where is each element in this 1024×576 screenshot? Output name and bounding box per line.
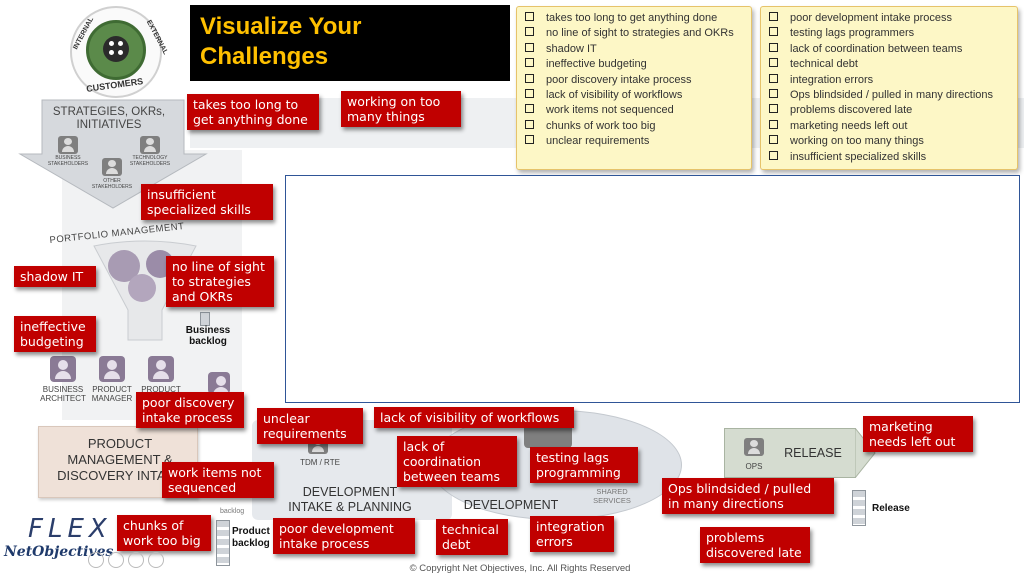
sticky-integration-errors[interactable]: integration errors — [530, 516, 614, 552]
checklist-item[interactable]: ineffective budgeting — [525, 57, 745, 72]
checklist-item[interactable]: Ops blindsided / pulled in many directio… — [769, 88, 1011, 103]
checklist-right-list: poor development intake process testing … — [769, 11, 1011, 165]
sticky-no-line-of-sight[interactable]: no line of sight to strategies and OKRs — [166, 256, 274, 307]
development-label: DEVELOPMENT — [463, 498, 559, 512]
checklist-item[interactable]: marketing needs left out — [769, 119, 1011, 134]
nav-zoom-icon[interactable] — [128, 552, 144, 568]
shared-services-label: SHARED SERVICES — [593, 487, 631, 505]
nav-back-icon[interactable] — [88, 552, 104, 568]
technology-stakeholders-label: TECHNOLOGY STAKEHOLDERS — [129, 155, 171, 167]
sticky-chunks-too-big[interactable]: chunks of work too big — [117, 515, 211, 551]
product-backlog-stack-icon — [216, 520, 230, 566]
checklist-item[interactable]: poor discovery intake process — [525, 73, 745, 88]
title-box: Visualize Your Challenges — [190, 5, 510, 81]
release-item-label: Release — [872, 503, 910, 514]
release-box — [724, 428, 856, 478]
checklist-item[interactable]: insufficient specialized skills — [769, 150, 1011, 165]
business-backlog-icon — [200, 312, 210, 326]
product-backlog-label: Product backlog — [232, 526, 270, 549]
sticky-shadow-it[interactable]: shadow IT — [14, 266, 96, 287]
checklist-item[interactable]: lack of coordination between teams — [769, 42, 1011, 57]
sticky-takes-too-long[interactable]: takes too long to get anything done — [187, 94, 319, 130]
sticky-insufficient-skills[interactable]: insufficient specialized skills — [141, 184, 273, 220]
logo-net: Net — [4, 544, 33, 560]
strategies-funnel — [18, 99, 208, 209]
business-stakeholders-label: BUSINESS STAKEHOLDERS — [47, 155, 89, 167]
checklist-item[interactable]: work items not sequenced — [525, 103, 745, 118]
customers-icon — [103, 36, 129, 62]
business-backlog-label: Business backlog — [185, 325, 231, 347]
business-architect-label: BUSINESS ARCHITECT — [40, 385, 86, 403]
checklist-item[interactable]: problems discovered late — [769, 103, 1011, 118]
sticky-work-not-sequenced[interactable]: work items not sequenced — [162, 462, 274, 498]
sticky-lack-visibility[interactable]: lack of visibility of workflows — [374, 407, 574, 428]
blank-canvas-frame — [285, 175, 1020, 403]
checklist-right: poor development intake process testing … — [760, 6, 1018, 170]
checklist-item[interactable]: working on too many things — [769, 134, 1011, 149]
ops-label: OPS — [745, 462, 763, 471]
checklist-item[interactable]: shadow IT — [525, 42, 745, 57]
title-line-1: Visualize Your — [200, 13, 362, 40]
technology-stakeholder-icon — [140, 136, 160, 154]
team-icon — [524, 424, 572, 448]
title-line-2: Challenges — [200, 43, 329, 70]
sticky-technical-debt[interactable]: technical debt — [436, 519, 508, 555]
copyright: © Copyright Net Objectives, Inc. All Rig… — [409, 563, 631, 574]
sticky-working-too-many[interactable]: working on too many things — [341, 91, 461, 127]
checklist-item[interactable]: lack of visibility of workflows — [525, 88, 745, 103]
sticky-ineffective-budgeting[interactable]: ineffective budgeting — [14, 316, 96, 352]
customers-circle — [86, 20, 146, 80]
release-stack-icon — [852, 490, 866, 526]
sticky-ops-blindsided[interactable]: Ops blindsided / pulled in many directio… — [662, 478, 834, 514]
product-manager-label: PRODUCT MANAGER — [91, 385, 133, 403]
dev-intake-label: DEVELOPMENT INTAKE & PLANNING — [288, 485, 412, 514]
sticky-testing-lags[interactable]: testing lags programming — [530, 447, 638, 483]
checklist-item[interactable]: no line of sight to strategies and OKRs — [525, 26, 745, 41]
checklist-item[interactable]: poor development intake process — [769, 11, 1011, 26]
checklist-left-list: takes too long to get anything done no l… — [525, 11, 745, 150]
checklist-item[interactable]: technical debt — [769, 57, 1011, 72]
sticky-poor-dev-intake[interactable]: poor development intake process — [273, 518, 415, 554]
sticky-problems-late[interactable]: problems discovered late — [700, 527, 810, 563]
checklist-item[interactable]: integration errors — [769, 73, 1011, 88]
sticky-unclear-requirements[interactable]: unclear requirements — [257, 408, 363, 444]
business-architect-icon — [50, 356, 76, 382]
checklist-item[interactable]: unclear requirements — [525, 134, 745, 149]
nav-menu-icon[interactable] — [148, 552, 164, 568]
customers-badge: INTERNAL EXTERNAL CUSTOMERS — [70, 6, 169, 98]
other-stakeholder-icon — [102, 158, 122, 176]
sticky-marketing[interactable]: marketing needs left out — [863, 416, 973, 452]
scrum-role-icon — [208, 372, 230, 395]
release-label: RELEASE — [784, 446, 842, 460]
other-stakeholders-label: OTHER STAKEHOLDERS — [91, 178, 133, 190]
checklist-item[interactable]: chunks of work too big — [525, 119, 745, 134]
nav-forward-icon[interactable] — [108, 552, 124, 568]
sticky-poor-discovery[interactable]: poor discovery intake process — [136, 392, 244, 428]
ops-icon — [744, 438, 764, 456]
product-manager-icon — [99, 356, 125, 382]
product-role-icon — [148, 356, 174, 382]
customers-external-label: EXTERNAL — [144, 19, 169, 56]
checklist-item[interactable]: takes too long to get anything done — [525, 11, 745, 26]
business-stakeholder-icon — [58, 136, 78, 154]
sticky-lack-coordination[interactable]: lack of coordination between teams — [397, 436, 517, 487]
nav-circle-icons — [88, 552, 168, 570]
tdm-label: TDM / RTE — [300, 458, 340, 467]
small-backlog-label: backlog — [220, 508, 245, 515]
strategies-label: STRATEGIES, OKRs, INITIATIVES — [52, 106, 166, 131]
checklist-item[interactable]: testing lags programmers — [769, 26, 1011, 41]
flex-logo: FLEX — [28, 514, 112, 544]
checklist-left: takes too long to get anything done no l… — [516, 6, 752, 170]
product-role-label: PRODUCT — [141, 385, 181, 394]
